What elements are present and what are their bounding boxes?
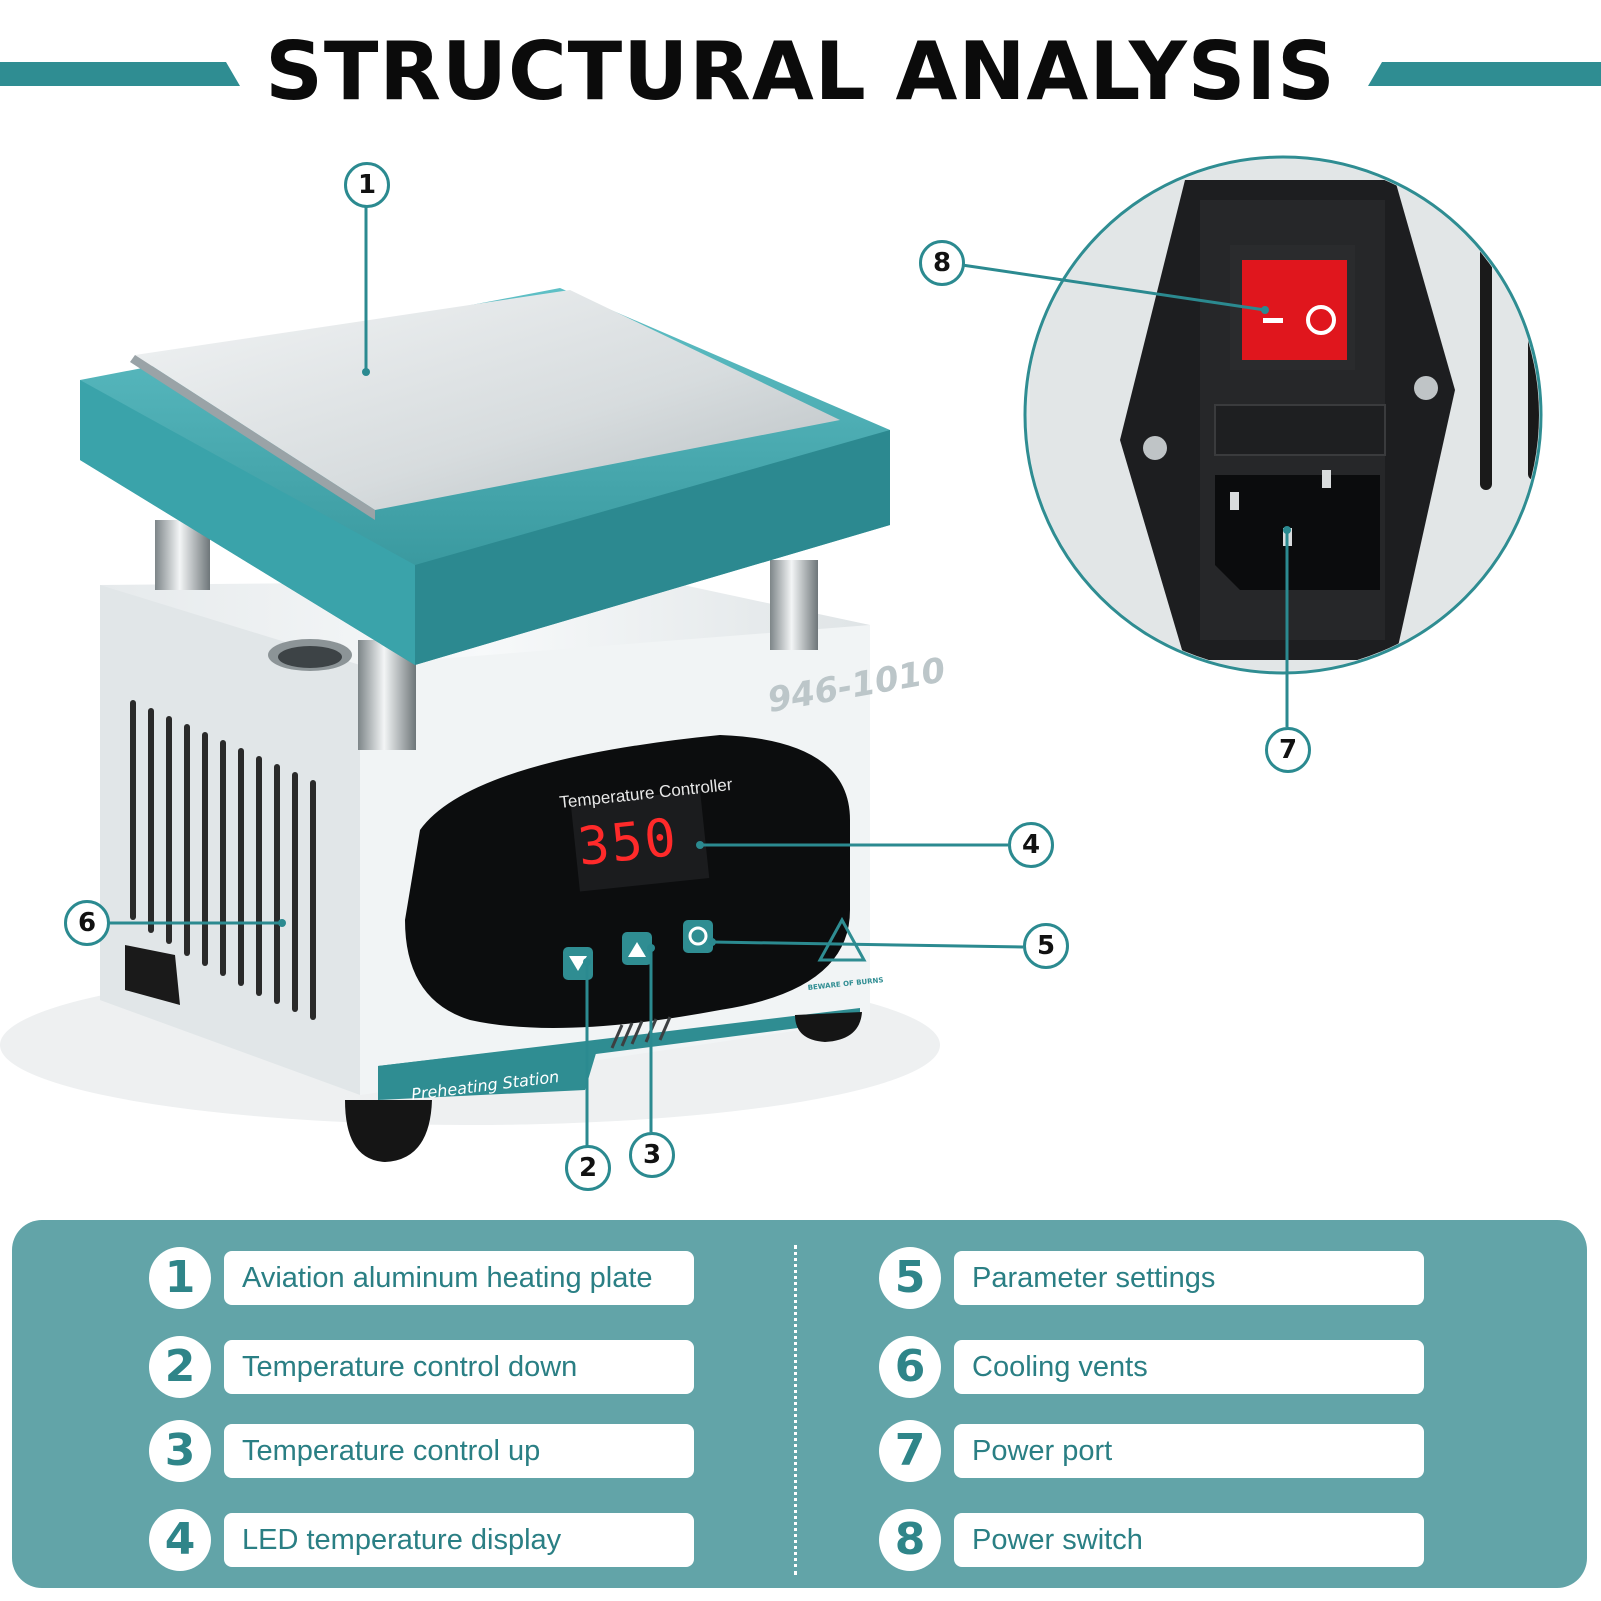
callout-lines (107, 207, 1289, 1147)
switch-off-mark (1306, 305, 1336, 335)
callout-6: 6 (64, 900, 110, 946)
legend-number-8: 8 (879, 1509, 941, 1571)
pillar-back-right (770, 560, 818, 650)
legend-label-7: Power port (954, 1424, 1424, 1478)
foot-right (795, 1012, 862, 1042)
header-bar-left (0, 62, 240, 86)
legend-label-5: Parameter settings (954, 1251, 1424, 1305)
legend-label-8: Power switch (954, 1513, 1424, 1567)
product-illustration: 946-1010 Temperature Controller 350 BEWA… (0, 155, 1543, 1162)
power-port (1215, 475, 1380, 590)
legend-number-1: 1 (149, 1247, 211, 1309)
callout-1: 1 (344, 162, 390, 208)
legend-divider (794, 1245, 797, 1575)
callout-7: 7 (1265, 727, 1311, 773)
legend-number-2: 2 (149, 1336, 211, 1398)
display-value: 350 (575, 808, 681, 878)
legend-number-4: 4 (149, 1509, 211, 1571)
page-title: STRUCTURAL ANALYSIS (265, 25, 1336, 118)
callout-8: 8 (919, 240, 965, 286)
legend-number-6: 6 (879, 1336, 941, 1398)
callout-5: 5 (1023, 923, 1069, 969)
header-bar-right (1368, 62, 1601, 86)
button-set (683, 920, 713, 953)
legend-label-6: Cooling vents (954, 1340, 1424, 1394)
led-display (570, 790, 710, 892)
legend-label-2: Temperature control down (224, 1340, 694, 1394)
callout-4: 4 (1008, 822, 1054, 868)
legend-number-7: 7 (879, 1420, 941, 1482)
legend-label-1: Aviation aluminum heating plate (224, 1251, 694, 1305)
legend-label-4: LED temperature display (224, 1513, 694, 1567)
legend-number-5: 5 (879, 1247, 941, 1309)
foot-left-back (125, 945, 180, 1005)
aluminum-plate (135, 290, 840, 510)
foot-front (345, 1100, 432, 1162)
legend-number-3: 3 (149, 1420, 211, 1482)
warning-sign (817, 916, 867, 962)
switch-on-mark (1263, 318, 1283, 323)
callout-3: 3 (629, 1132, 675, 1178)
legend-label-3: Temperature control up (224, 1424, 694, 1478)
callout-2: 2 (565, 1145, 611, 1191)
cooling-vents (130, 700, 316, 1020)
